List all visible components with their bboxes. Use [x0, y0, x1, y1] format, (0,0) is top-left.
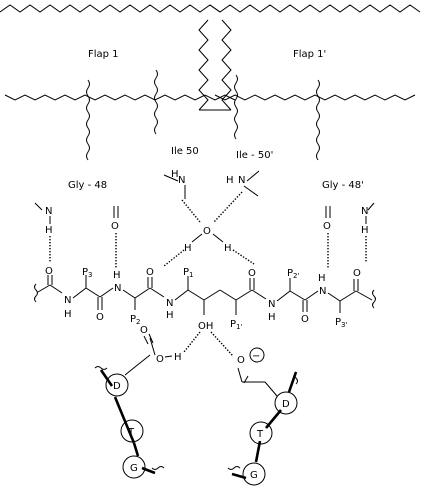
- peripheral-hbond-partners: N H O O N H: [34, 202, 375, 268]
- residue-d-right: D: [282, 399, 290, 410]
- backbone-nh-5-h: H: [318, 273, 326, 284]
- pos-p1-prime: P1': [230, 319, 242, 331]
- label-flap-1: Flap 1: [88, 49, 119, 60]
- residue-circle-g-right: [242, 462, 266, 486]
- asp-thr-gly-triad-left: D T G: [94, 366, 165, 479]
- flap-amines-and-water: N H H N O H H: [163, 169, 260, 267]
- residue-circle-g-left: [122, 455, 146, 479]
- water-h-right: H: [224, 243, 232, 254]
- residue-g-right: G: [250, 470, 258, 481]
- backbone-nh-3-h: H: [166, 310, 174, 321]
- backbone-nh-3-n: N: [166, 298, 173, 309]
- co-left-o: O: [111, 221, 119, 232]
- backbone-nh-4-h: H: [268, 312, 276, 323]
- backbone-nh-1-h: H: [64, 309, 72, 320]
- label-ile-50: Ile 50: [171, 146, 199, 157]
- carbonyl-6-o: O: [353, 268, 361, 279]
- wavy-ile50: [154, 69, 158, 135]
- residue-circle-t-left: [120, 419, 144, 443]
- hydroxyl-oh: OH: [198, 321, 213, 332]
- asp-thr-gly-triad-right: D T G: [227, 371, 298, 486]
- folded-chain-left: [198, 19, 209, 111]
- residue-d-left: D: [113, 381, 121, 392]
- flap-backbone-chains: [0, 4, 421, 111]
- pos-p3-prime: P3': [335, 317, 347, 329]
- pos-p2-prime: P2': [287, 268, 299, 280]
- backbone-nh-4-n: N: [268, 299, 275, 310]
- ile50p-h-atom: H: [226, 175, 234, 186]
- residue-circle-d-right: [274, 391, 298, 415]
- water-o-atom: O: [203, 226, 211, 237]
- water-h-left: H: [184, 243, 192, 254]
- label-flap-1-prime: Flap 1': [293, 49, 326, 60]
- backbone-nh-2-n: N: [114, 283, 121, 294]
- mid-chain-left: [4, 94, 236, 101]
- backbone-nh-5-n: N: [319, 286, 326, 297]
- wavy-bonds: [86, 69, 320, 161]
- asp-acid-h: H: [174, 352, 182, 363]
- wavy-ile50p: [234, 74, 238, 140]
- asp-carboxylate-o: O: [237, 355, 245, 366]
- asp-acid-carbonyl-o: O: [140, 325, 148, 336]
- residue-circle-d-left: [105, 373, 129, 397]
- wavy-gly48: [86, 79, 90, 161]
- label-gly-48-prime: Gly - 48': [322, 180, 364, 191]
- ile50-n-atom: N: [178, 175, 185, 186]
- carbonyl-2-o: O: [96, 312, 104, 323]
- residue-t-left: T: [127, 427, 135, 438]
- pos-p2: P2: [130, 314, 141, 326]
- backbone-nh-1-n: N: [64, 295, 71, 306]
- ile50p-n-atom: N: [238, 175, 245, 186]
- mid-chain-right: [214, 94, 416, 101]
- wavy-gly48p: [316, 79, 320, 161]
- nh-left-n: N: [45, 206, 52, 217]
- residue-t-right: T: [256, 429, 264, 440]
- carboxylate-charge: [249, 347, 265, 363]
- top-chain-right: [209, 4, 421, 13]
- folded-chain-right: [221, 19, 232, 111]
- asp-acid-oh-o: O: [156, 354, 164, 365]
- pos-p1: P1: [183, 267, 194, 279]
- ile50-h-atom: H: [171, 169, 179, 180]
- carbonyl-5-o: O: [301, 314, 309, 325]
- backbone-nh-2-h: H: [113, 270, 121, 281]
- residue-g-left: G: [130, 463, 138, 474]
- carboxylate-minus: −: [252, 351, 260, 362]
- carbonyl-4-o: O: [248, 268, 256, 279]
- carbonyl-1-o: O: [45, 266, 53, 277]
- nh-left-h: H: [45, 225, 53, 236]
- label-ile-50-prime: Ile - 50': [236, 150, 273, 161]
- nh-right-n: N: [361, 206, 368, 217]
- inhibitor-backbone: O N H P3 O H N P2 O N H P1 OH: [34, 266, 376, 332]
- catalytic-aspartates: H O O O −: [124, 325, 278, 397]
- label-gly-48: Gly - 48: [68, 180, 107, 191]
- carbonyl-3-o: O: [146, 267, 154, 278]
- top-chain-left: [0, 4, 221, 13]
- residue-circle-t-right: [249, 421, 273, 445]
- nh-right-h: H: [361, 225, 369, 236]
- co-right-o: O: [323, 221, 331, 232]
- pos-p3: P3: [82, 267, 93, 279]
